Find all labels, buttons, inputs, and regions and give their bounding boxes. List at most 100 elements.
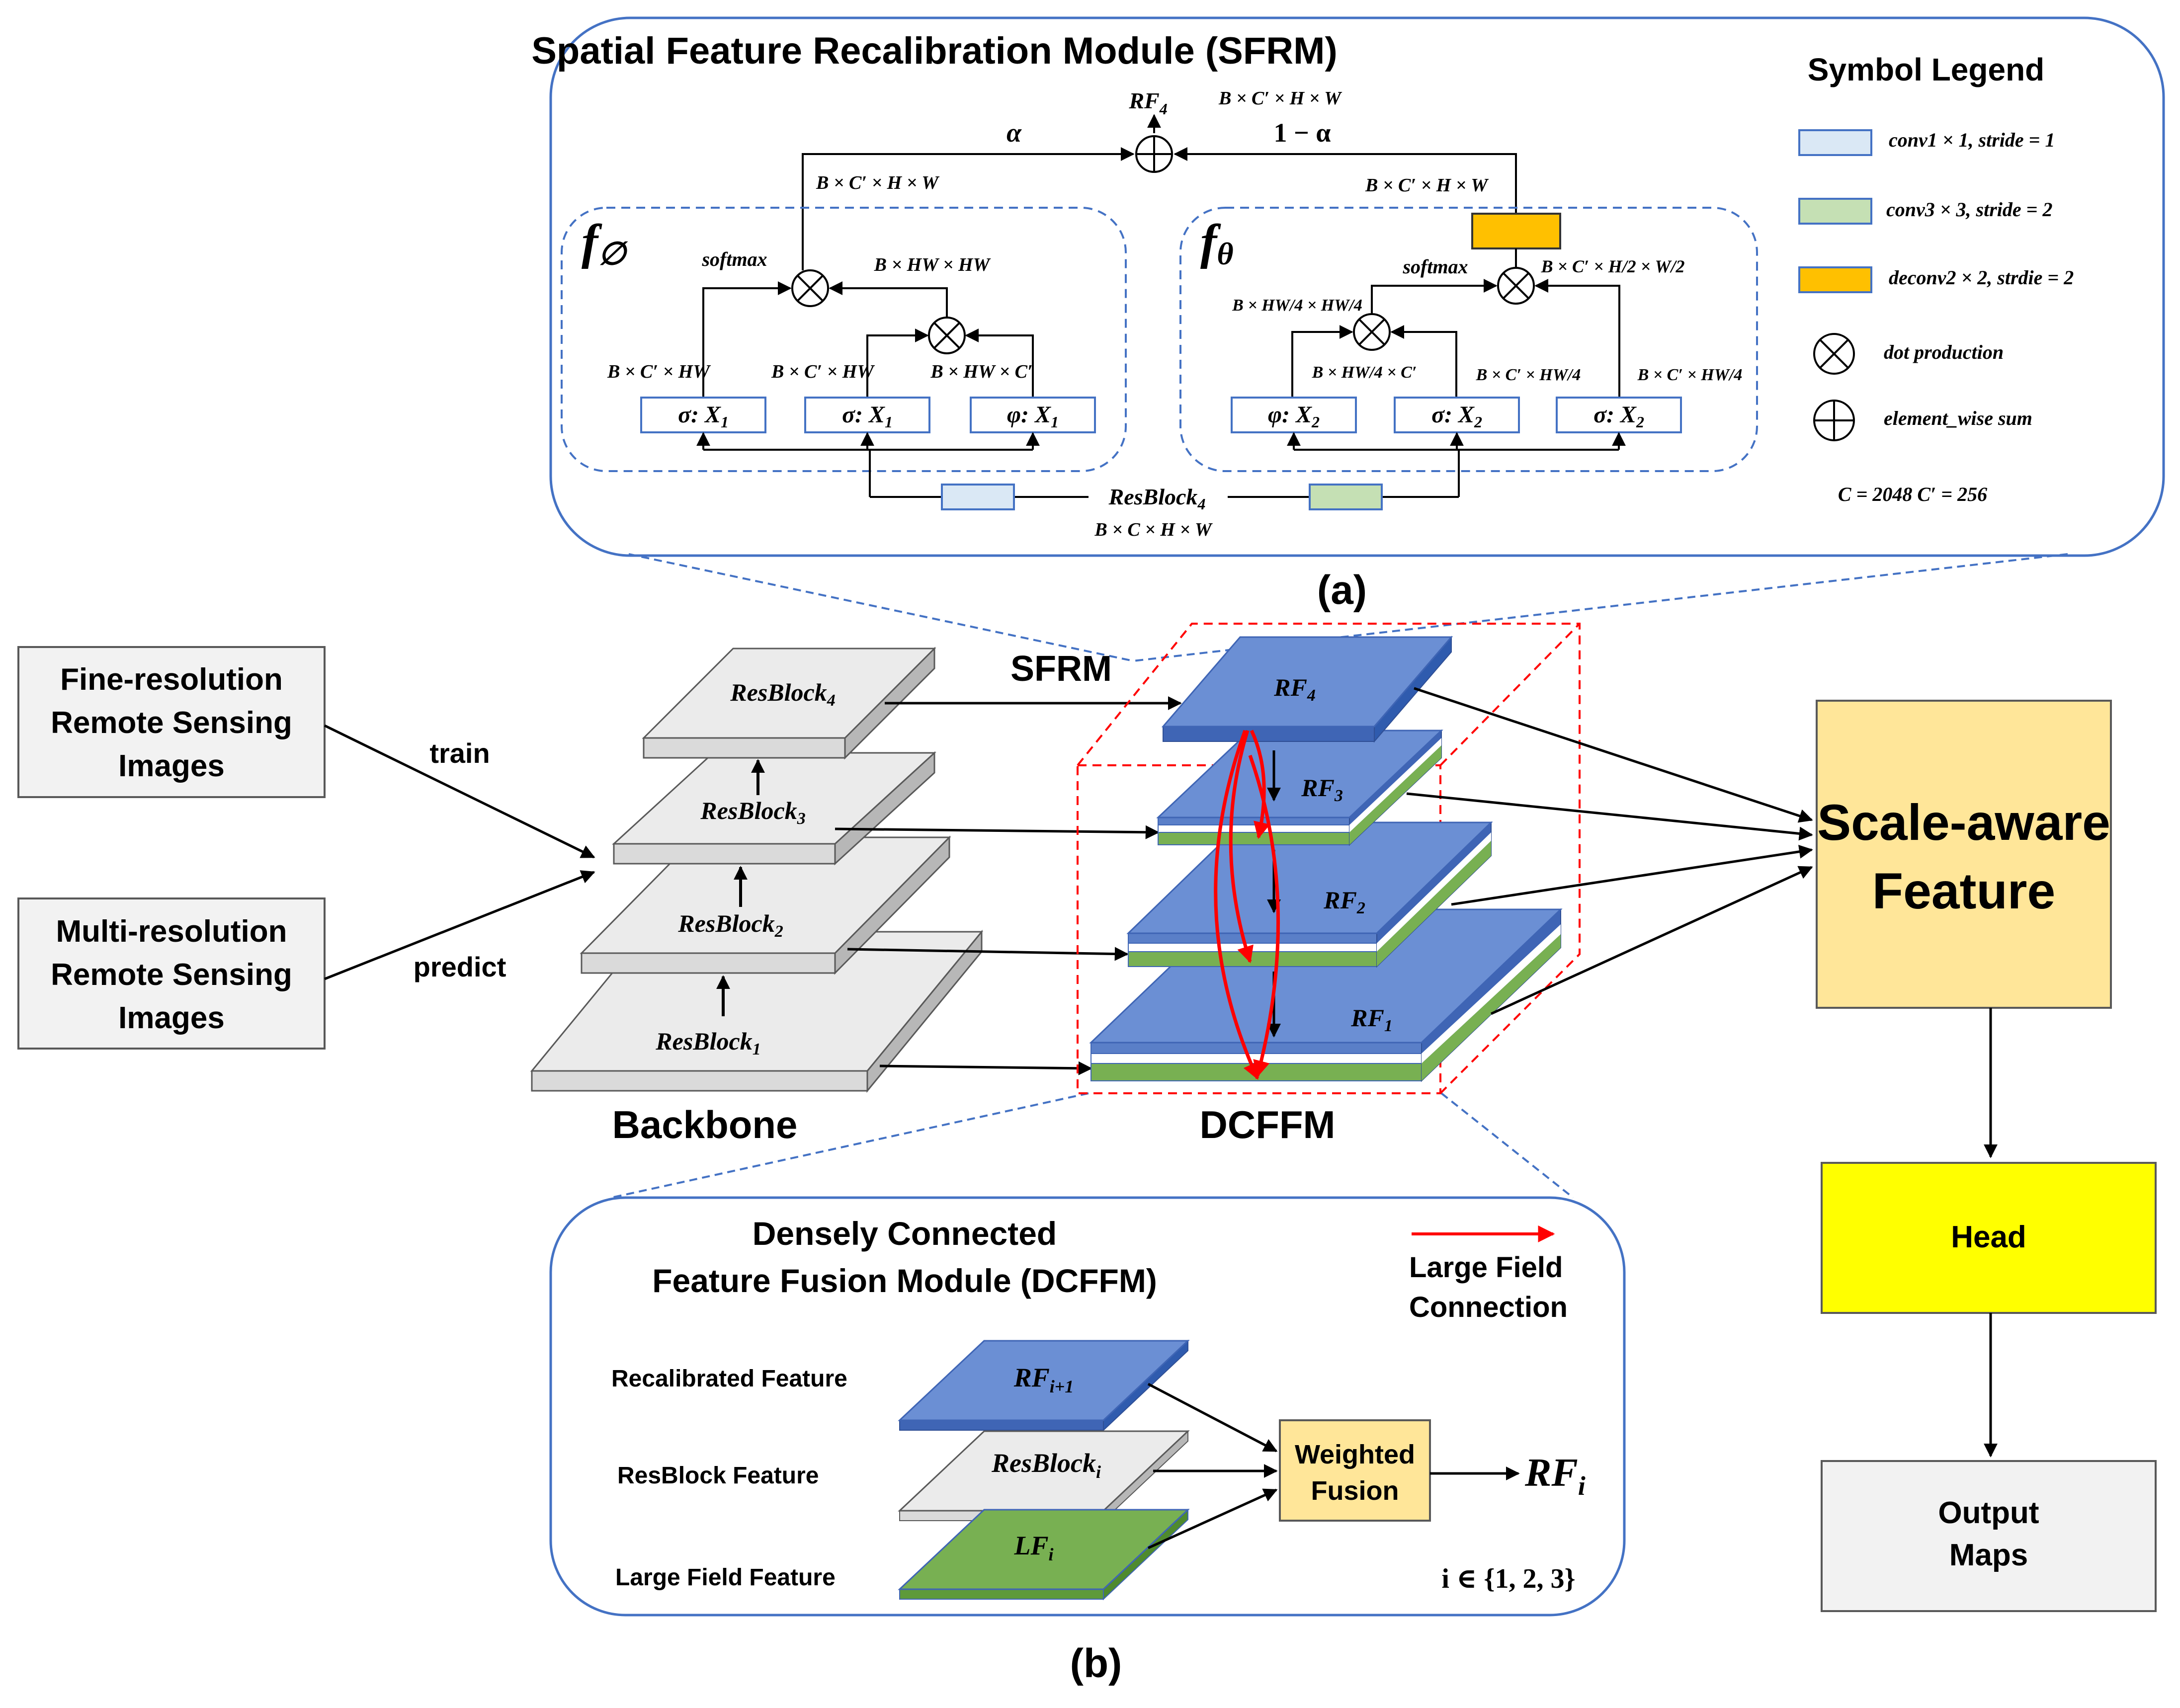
sfrm-title: Spatial Feature Recalibration Module (SF… [531, 30, 1338, 72]
rf-2-label: RF2 [1323, 886, 1365, 917]
conv3x3-block [1309, 484, 1383, 510]
sfrm-sum-icon [1135, 135, 1173, 173]
alpha-label: α [1006, 118, 1022, 148]
scale-aware-line-2: Feature [1872, 863, 2055, 919]
left-dim-c: B × HW × C′ [930, 361, 1032, 382]
dcffm-dash-diagonal [1439, 623, 1581, 766]
left-box-a-label: σ: X1 [678, 402, 729, 431]
large-field-rf4-rf2 [1229, 730, 1254, 964]
recalibrated-feature-label: Recalibrated Feature [611, 1366, 847, 1392]
legend-sum-icon [1813, 400, 1855, 441]
sfrm-output-label: RF4 [1128, 88, 1167, 118]
multi-line-2: Remote Sensing [51, 958, 292, 992]
output-maps: Output Maps [1821, 1460, 2157, 1612]
sfrm-label: SFRM [1010, 649, 1112, 689]
left-edge-b [866, 328, 929, 398]
zoom-line-a-right [1133, 553, 2068, 662]
detail-resblock-layer: ResBlocki [898, 1430, 1190, 1522]
dcffm-caption: (b) [1070, 1641, 1122, 1686]
predict-label: predict [414, 951, 506, 982]
fine-line-2: Remote Sensing [51, 706, 292, 740]
res3-to-rf3-arrow [835, 825, 1160, 839]
legend-swatch-conv3 [1798, 198, 1872, 225]
right-box-a-label: φ: X2 [1268, 402, 1320, 431]
index-set-label: i ∈ {1, 2, 3} [1441, 1563, 1575, 1594]
rf-next-to-fusion-arrow [1147, 1383, 1278, 1453]
detail-resblock-label: ResBlocki [991, 1448, 1101, 1482]
conv1x1-block [941, 484, 1015, 510]
resblock-feature-label: ResBlock Feature [617, 1463, 819, 1489]
rf2-to-scale-arrow [1451, 844, 1813, 906]
large-field-feature-label: Large Field Feature [615, 1564, 836, 1591]
right-box-c [1556, 397, 1682, 433]
resblock-3-layer: ResBlock3 [612, 751, 936, 866]
f-phi-label: f∅ [582, 214, 628, 271]
large-field-line-2: Connection [1409, 1291, 1568, 1323]
head-label: Head [1951, 1220, 2026, 1254]
left-dot-icon-1 [791, 269, 829, 307]
resblock-3-label: ResBlock3 [700, 797, 805, 828]
one-minus-alpha-label: 1 − α [1274, 118, 1331, 148]
legend-title: Symbol Legend [1808, 52, 2045, 87]
right-box-c-label: σ: X2 [1593, 402, 1644, 431]
right-softmax-label: softmax [1402, 255, 1468, 278]
left-box-b-label: σ: X1 [842, 402, 893, 431]
zoom-line-b-left [611, 1092, 1089, 1199]
symbol-legend: Symbol Legend conv1 × 1, stride = 1 conv… [1798, 52, 2074, 505]
right-branch-dim: B × C′ × H × W [1365, 175, 1489, 196]
legend-label-conv3: conv3 × 3, stride = 2 [1886, 198, 2052, 221]
left-edge-mul [829, 281, 948, 318]
left-softmax-label: softmax [701, 248, 767, 270]
left-box-c-label: φ: X1 [1007, 402, 1059, 431]
right-dot-icon-1 [1497, 267, 1535, 305]
detail-lf-label: LFi [1013, 1531, 1053, 1564]
rf-1-label: RF1 [1350, 1004, 1393, 1035]
large-field-rf4-rf1 [1214, 730, 1259, 1080]
weighted-fusion-block: Weighted Fusion [1279, 1419, 1431, 1522]
sfrm-panel: Spatial Feature Recalibration Module (SF… [531, 16, 2165, 613]
deconv-block [1471, 213, 1561, 249]
rf-4-layer: RF4 [1161, 636, 1453, 743]
multi-line-1: Multi-resolution [56, 914, 287, 949]
left-branch-dim: B × C′ × H × W [816, 172, 940, 193]
legend-label-dot: dot production [1884, 341, 2004, 363]
right-edge-c [1534, 279, 1620, 398]
rf-4-label: RF4 [1273, 673, 1316, 705]
detail-lf-layer: LFi [898, 1508, 1190, 1601]
backbone: ResBlock1 ResBlock2 ResBlock3 ResBlock4 … [530, 647, 984, 1146]
detail-rf-next-label: RFi+1 [1013, 1363, 1074, 1396]
right-edge-b [1390, 325, 1457, 398]
right-dot-icon-2 [1353, 313, 1391, 351]
rf4-to-scale-arrow [1414, 687, 1813, 823]
scale-aware-feature: Scale-aware Feature [1816, 700, 2112, 1009]
legend-constants: C = 2048 C′ = 256 [1838, 483, 1987, 505]
f-theta-box [1179, 207, 1758, 472]
right-dim-b: B × C′ × HW/4 [1476, 366, 1581, 384]
weighted-fusion-line-2: Fusion [1311, 1476, 1399, 1506]
legend-label-sum: element_wise sum [1884, 407, 2032, 429]
train-arrow [324, 724, 595, 859]
sfrm-output-dim: B × C′ × H × W [1218, 88, 1342, 109]
output-line-1: Output [1938, 1496, 2039, 1530]
left-dim-a: B × C′ × HW [607, 361, 711, 382]
detail-title-line-1: Densely Connected [753, 1215, 1057, 1252]
right-box-b-label: σ: X2 [1431, 402, 1482, 431]
fine-line-1: Fine-resolution [60, 662, 283, 697]
sfrm-caption: (a) [1317, 568, 1367, 613]
left-dot-icon-2 [928, 317, 966, 354]
right-mul-dim: B × C′ × H/2 × W/2 [1540, 256, 1684, 276]
sfrm-frame [549, 16, 2165, 557]
f-phi-box [561, 207, 1127, 472]
resblock-1-label: ResBlock1 [655, 1027, 760, 1058]
scale-aware-line-1: Scale-aware [1817, 794, 2110, 851]
dcffm-detail-panel: Densely Connected Feature Fusion Module … [549, 1196, 1626, 1686]
head-block: Head [1821, 1162, 2157, 1314]
multi-resolution-input: Multi-resolution Remote Sensing Images [17, 897, 326, 1050]
res2-to-rf2-arrow [847, 947, 1129, 961]
rf-3-label: RF3 [1301, 774, 1343, 805]
dcffm-label: DCFFM [1200, 1103, 1336, 1146]
res1-to-rf1-arrow [879, 1061, 1092, 1075]
resblock-4-label: ResBlock4 [730, 678, 835, 710]
